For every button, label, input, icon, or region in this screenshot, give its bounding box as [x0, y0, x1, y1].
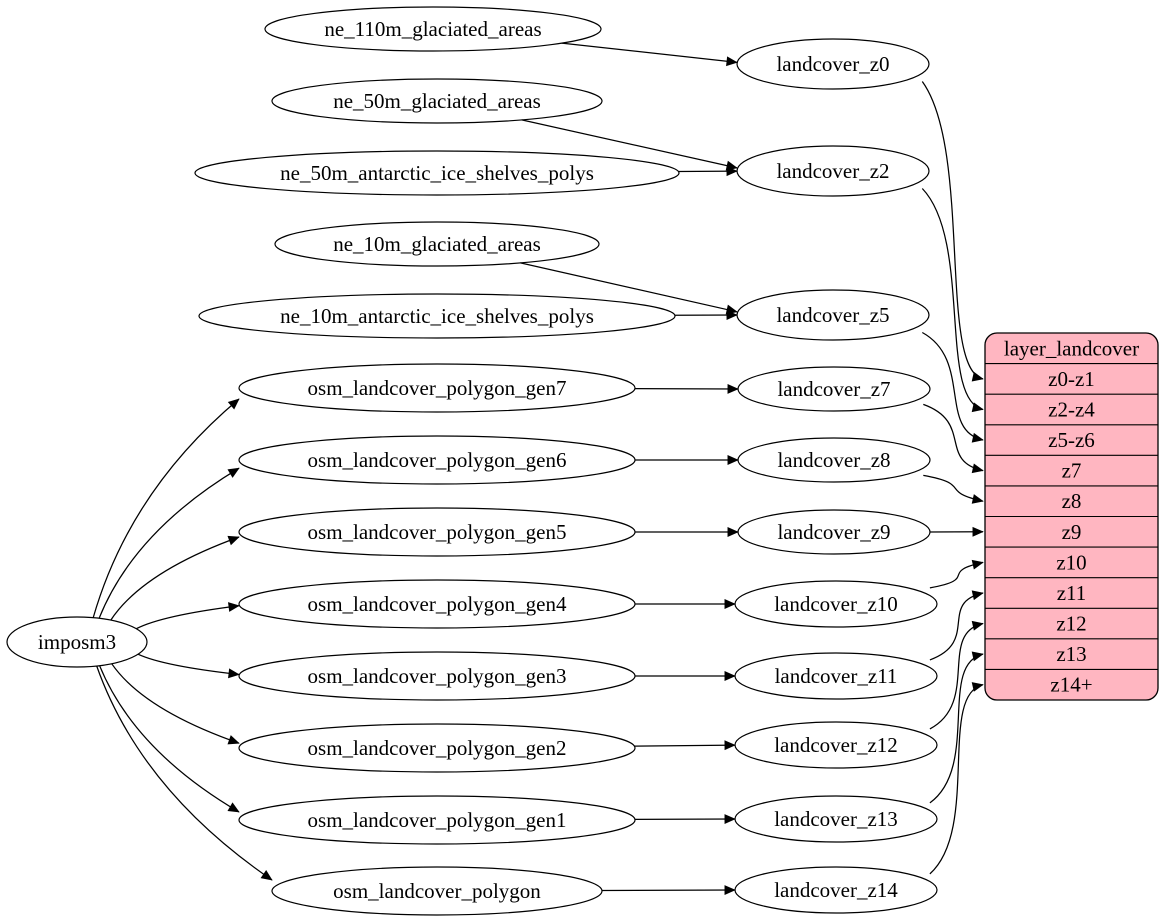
node-label: osm_landcover_polygon_gen7 — [308, 376, 567, 400]
node-label: ne_50m_glaciated_areas — [333, 89, 541, 113]
node-landcover_z14: landcover_z14 — [734, 866, 938, 914]
edge-landcover_z5-to-z5-z6 — [921, 331, 984, 443]
node-osm_landcover_polygon_gen6: osm_landcover_polygon_gen6 — [238, 435, 636, 485]
node-label: osm_landcover_polygon — [333, 879, 541, 903]
node-landcover_z11: landcover_z11 — [734, 652, 938, 700]
node-label: landcover_z5 — [776, 303, 889, 327]
node-label: osm_landcover_polygon_gen5 — [308, 520, 567, 544]
edge-landcover_z7-to-z7 — [923, 403, 984, 474]
node-landcover_z9: landcover_z9 — [737, 509, 931, 555]
node-ellipse — [274, 221, 600, 267]
node-ellipse — [238, 723, 636, 773]
edge-landcover_z12-to-z12 — [929, 620, 984, 730]
edge-imposm3-to-osm_landcover_polygon_gen1 — [99, 665, 240, 813]
edge-osm_landcover_polygon_gen2-to-landcover_z12 — [634, 740, 736, 751]
edge-imposm3-to-osm_landcover_polygon_gen2 — [111, 663, 240, 745]
table-header-label: layer_landcover — [1004, 336, 1139, 360]
edge-imposm3-to-osm_landcover_polygon_gen7 — [92, 398, 240, 618]
node-ellipse — [6, 616, 148, 668]
edge-imposm3-to-osm_landcover_polygon_gen6 — [98, 467, 240, 619]
node-ellipse — [271, 866, 603, 916]
node-osm_landcover_polygon_gen5: osm_landcover_polygon_gen5 — [238, 507, 636, 557]
node-label: landcover_z7 — [777, 377, 890, 401]
node-label: ne_10m_glaciated_areas — [333, 232, 541, 256]
node-osm_landcover_polygon_gen2: osm_landcover_polygon_gen2 — [238, 723, 636, 773]
table-row-label: z10 — [1056, 550, 1086, 574]
table-row-label: z2-z4 — [1048, 398, 1095, 422]
table-row-label: z7 — [1062, 459, 1082, 483]
node-label: landcover_z10 — [774, 592, 898, 616]
node-label: osm_landcover_polygon_gen2 — [308, 736, 567, 760]
edge-ne_10m_glaciated_areas-to-landcover_z5 — [520, 262, 738, 315]
node-label: ne_110m_glaciated_areas — [324, 17, 541, 41]
edge-landcover_z14-to-z14+ — [929, 682, 984, 875]
table-layer_landcover: layer_landcover z0-z1 z2-z4 z5-z6 z7 z8 z9 z10 z… — [984, 332, 1159, 701]
node-label: imposm3 — [38, 630, 116, 654]
node-label: osm_landcover_polygon_gen3 — [308, 664, 567, 688]
edge-imposm3-to-osm_landcover_polygon_gen5 — [110, 535, 240, 621]
node-label: landcover_z8 — [777, 448, 890, 472]
node-label: landcover_z0 — [776, 52, 889, 76]
table-row-label: z14+ — [1050, 673, 1092, 697]
node-osm_landcover_polygon_gen4: osm_landcover_polygon_gen4 — [238, 579, 636, 629]
table-row-label: z11 — [1057, 581, 1087, 605]
node-osm_landcover_polygon: osm_landcover_polygon — [271, 866, 603, 916]
node-ellipse — [271, 78, 603, 124]
table-row-label: z5-z6 — [1048, 428, 1095, 452]
edge-landcover_z8-to-z8 — [923, 474, 984, 504]
node-ellipse — [198, 293, 676, 339]
node-label: ne_50m_antarctic_ice_shelves_polys — [280, 161, 594, 185]
node-landcover_z2: landcover_z2 — [736, 145, 930, 197]
node-label: osm_landcover_polygon_gen1 — [308, 808, 567, 832]
table-row-label: z12 — [1056, 612, 1086, 636]
edge-osm_landcover_polygon-to-landcover_z14 — [601, 885, 736, 895]
node-label: osm_landcover_polygon_gen6 — [308, 448, 567, 472]
node-ne_10m_antarctic_ice_shelves_polys: ne_10m_antarctic_ice_shelves_polys — [198, 293, 676, 339]
node-osm_landcover_polygon_gen1: osm_landcover_polygon_gen1 — [238, 795, 636, 845]
node-label: osm_landcover_polygon_gen4 — [308, 592, 567, 616]
table-row-label: z13 — [1056, 642, 1086, 666]
node-osm_landcover_polygon_gen3: osm_landcover_polygon_gen3 — [238, 651, 636, 701]
node-landcover_z5: landcover_z5 — [736, 289, 930, 341]
node-label: landcover_z12 — [774, 733, 898, 757]
table-row-label: z9 — [1062, 520, 1082, 544]
node-ne_50m_glaciated_areas: ne_50m_glaciated_areas — [271, 78, 603, 124]
node-label: landcover_z2 — [776, 159, 889, 183]
node-landcover_z7: landcover_z7 — [737, 366, 931, 412]
node-label: landcover_z14 — [774, 878, 898, 902]
node-ne_10m_glaciated_areas: ne_10m_glaciated_areas — [274, 221, 600, 267]
node-landcover_z13: landcover_z13 — [734, 795, 938, 843]
table-row-label: z0-z1 — [1048, 367, 1095, 391]
edge-landcover_z2-to-z2-z4 — [921, 188, 984, 413]
node-imposm3: imposm3 — [6, 616, 148, 668]
node-osm_landcover_polygon_gen7: osm_landcover_polygon_gen7 — [238, 363, 636, 413]
node-landcover_z8: landcover_z8 — [737, 437, 931, 483]
edge-landcover_z0-to-z0-z1 — [921, 81, 984, 382]
node-ne_50m_antarctic_ice_shelves_polys: ne_50m_antarctic_ice_shelves_polys — [194, 150, 680, 196]
node-ne_110m_glaciated_areas: ne_110m_glaciated_areas — [264, 6, 602, 52]
edge-imposm3-to-osm_landcover_polygon — [96, 665, 273, 881]
node-ellipse — [264, 6, 602, 52]
node-label: ne_10m_antarctic_ice_shelves_polys — [280, 304, 594, 328]
node-ellipse — [194, 150, 680, 196]
edge-ne_110m_glaciated_areas-to-landcover_z0 — [561, 42, 738, 67]
edge-landcover_z13-to-z13 — [929, 651, 984, 804]
edge-imposm3-to-osm_landcover_polygon_gen3 — [137, 653, 240, 679]
node-label: landcover_z13 — [774, 807, 898, 831]
node-landcover_z12: landcover_z12 — [734, 721, 938, 769]
node-label: landcover_z9 — [777, 520, 890, 544]
node-label: landcover_z11 — [775, 664, 898, 688]
edge-landcover_z10-to-z10 — [929, 559, 984, 589]
edge-landcover_z11-to-z11 — [929, 590, 984, 661]
edge-ne_50m_glaciated_areas-to-landcover_z2 — [521, 119, 738, 171]
node-landcover_z0: landcover_z0 — [736, 38, 930, 90]
table-row-label: z8 — [1062, 489, 1082, 513]
edge-imposm3-to-osm_landcover_polygon_gen4 — [136, 602, 240, 630]
node-landcover_z10: landcover_z10 — [734, 580, 938, 628]
